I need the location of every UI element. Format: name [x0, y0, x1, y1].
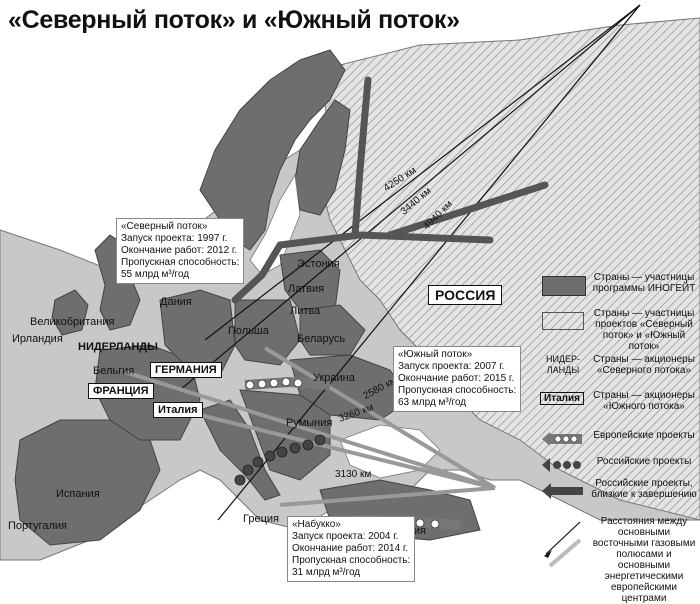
scandinavia — [199, 49, 346, 251]
nabucco-info: «Набукко» Запуск проекта: 2004 г. Оконча… — [287, 516, 416, 582]
legend-text: Страны — акционеры «Северного потока» — [593, 354, 695, 376]
legend-text: Российские проекты — [596, 456, 692, 467]
label-greece: Греция — [243, 513, 279, 525]
legend-row-ru-projects: Российские проекты — [536, 452, 698, 474]
south-stream-start: Запуск проекта: 2007 г. — [398, 361, 505, 372]
nabucco-capacity-value: 31 млрд м³/год — [292, 567, 361, 578]
legend-it-symbol: Италия — [540, 392, 584, 405]
nord-stream-capacity-label: Пропускная способность: — [121, 257, 240, 268]
legend-row-ru-near-complete: Российские проекты, близкие к завершению — [536, 478, 698, 510]
legend-row-south-shareholders: Италия Страны — акционеры «Южного потока… — [536, 390, 698, 422]
south-stream-capacity-label: Пропускная способность: — [398, 385, 517, 396]
nabucco-name: «Набукко» — [292, 519, 341, 530]
label-estonia: Эстония — [297, 258, 340, 270]
legend-row-eu-projects: Европейские проекты — [536, 426, 698, 448]
south-stream-capacity-value: 63 млрд м³/год — [398, 397, 467, 408]
label-romania: Румыния — [286, 417, 333, 429]
nord-stream-capacity-value: 55 млрд м³/год — [121, 269, 190, 280]
south-distance-arrows — [124, 346, 497, 507]
legend-row-inogate: Страны — участницы программы ИНОГЕЙТ — [536, 272, 698, 304]
distance-arrow-icon — [544, 521, 582, 568]
south-stream-pipeline — [234, 434, 326, 486]
nord-stream-info: «Северный поток» Запуск проекта: 1997 г.… — [116, 218, 245, 284]
legend-text: Страны — участницы программы ИНОГЕЙТ — [592, 272, 696, 294]
distance-lines — [179, 4, 641, 521]
baltic-sea — [249, 173, 301, 276]
label-ukraine: Украина — [313, 372, 355, 384]
label-italy: Италия — [153, 402, 203, 418]
legend-text: Расстояния между основными восточными га… — [592, 516, 696, 604]
legend-text: Страны — участницы проектов «Северный по… — [593, 308, 695, 352]
nord-stream-start: Запуск проекта: 1997 г. — [121, 233, 228, 244]
label-spain: Испания — [56, 488, 100, 500]
germany-region — [159, 289, 236, 376]
nabucco-start: Запуск проекта: 2004 г. — [292, 531, 399, 542]
label-denmark: Дания — [160, 296, 192, 308]
legend-text: Европейские проекты — [593, 430, 695, 441]
legend-text: Страны — акционеры «Южного потока» — [593, 390, 695, 412]
legend-text: Российские проекты, близкие к завершению — [591, 478, 697, 500]
label-ireland: Ирландия — [12, 333, 63, 345]
iberia — [14, 419, 161, 546]
label-netherlands: НИДЕРЛАНДЫ — [78, 341, 158, 353]
south-stream-name: «Южный поток» — [398, 349, 473, 360]
south-stream-end: Окончание работ: 2015 г. — [398, 373, 515, 384]
ru-near-project-icon — [542, 483, 583, 499]
nabucco-capacity-label: Пропускная способность: — [292, 555, 411, 566]
russia-region — [319, 17, 700, 521]
legend-row-nord-shareholders: НИДЕР-ЛАНДЫ Страны — акционеры «Северног… — [536, 354, 698, 386]
label-russia: РОССИЯ — [428, 285, 503, 305]
poland-region — [234, 299, 301, 366]
label-germany: ГЕРМАНИЯ — [150, 362, 222, 378]
label-portugal: Португалия — [8, 520, 67, 532]
label-belarus: Беларусь — [297, 333, 346, 345]
legend-hatch-swatch — [542, 312, 584, 330]
nord-stream-pipeline — [231, 76, 549, 304]
nabucco-end: Окончание работ: 2014 г. — [292, 543, 409, 554]
legend-row-hatch: Страны — участницы проектов «Северный по… — [536, 308, 698, 352]
label-belgium: Бельгия — [93, 365, 135, 377]
distance-label-6: 3130 км — [335, 469, 372, 480]
label-poland: Польша — [228, 325, 269, 337]
legend-row-distances: Расстояния между основными восточными га… — [536, 516, 698, 604]
eu-project-icon — [542, 432, 582, 446]
nord-stream-name: «Северный поток» — [121, 221, 208, 232]
page-title: «Северный поток» и «Южный поток» — [8, 6, 460, 34]
legend-dark-swatch — [542, 276, 586, 296]
ireland — [51, 289, 89, 336]
label-latvia: Латвия — [288, 283, 325, 295]
europe-map — [0, 4, 700, 561]
south-stream-info: «Южный поток» Запуск проекта: 2007 г. Ок… — [393, 346, 522, 412]
label-uk: Великобритания — [30, 316, 115, 328]
ru-project-icon — [542, 458, 581, 472]
label-lithuania: Литва — [290, 305, 321, 317]
nord-stream-end: Окончание работ: 2012 г. — [121, 245, 238, 256]
label-france: ФРАНЦИЯ — [88, 383, 154, 399]
italy-region — [199, 399, 281, 501]
legend-nl-symbol: НИДЕР-ЛАНДЫ — [545, 354, 581, 375]
